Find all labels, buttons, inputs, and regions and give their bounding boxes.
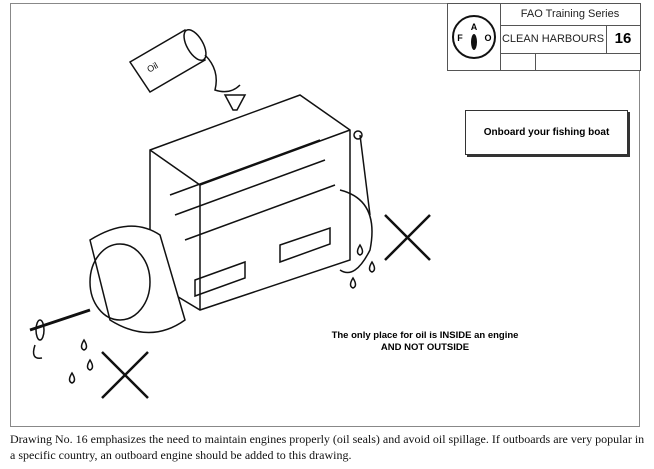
series-title: FAO Training Series [500,4,640,26]
caption: Drawing No. 16 emphasizes the need to ma… [10,432,645,462]
location-label: Onboard your fishing boat [465,110,628,155]
oil-drops [68,243,376,384]
fao-logo: A F O [448,4,501,70]
message: The only place for oil is INSIDE an engi… [300,330,550,354]
svg-text:F: F [457,33,463,43]
engine-block [149,94,373,311]
svg-text:O: O [484,33,491,43]
x-mark-icon [101,214,431,399]
drawing-number: 16 [606,25,640,54]
message-line-1: The only place for oil is INSIDE an engi… [331,330,519,341]
svg-text:A: A [471,22,478,32]
oil-can: Oil [128,28,247,111]
title-block: A F O FAO Training Series CLEAN HARBOURS… [447,3,641,71]
flywheel-housing [29,225,186,359]
fao-logo-icon: A F O [452,15,496,59]
message-line-2: AND NOT OUTSIDE [380,342,470,353]
topic-title: CLEAN HARBOURS [500,25,607,54]
svg-text:Oil: Oil [145,60,160,74]
cell-divider [535,53,536,70]
drawing-frame [10,3,640,427]
